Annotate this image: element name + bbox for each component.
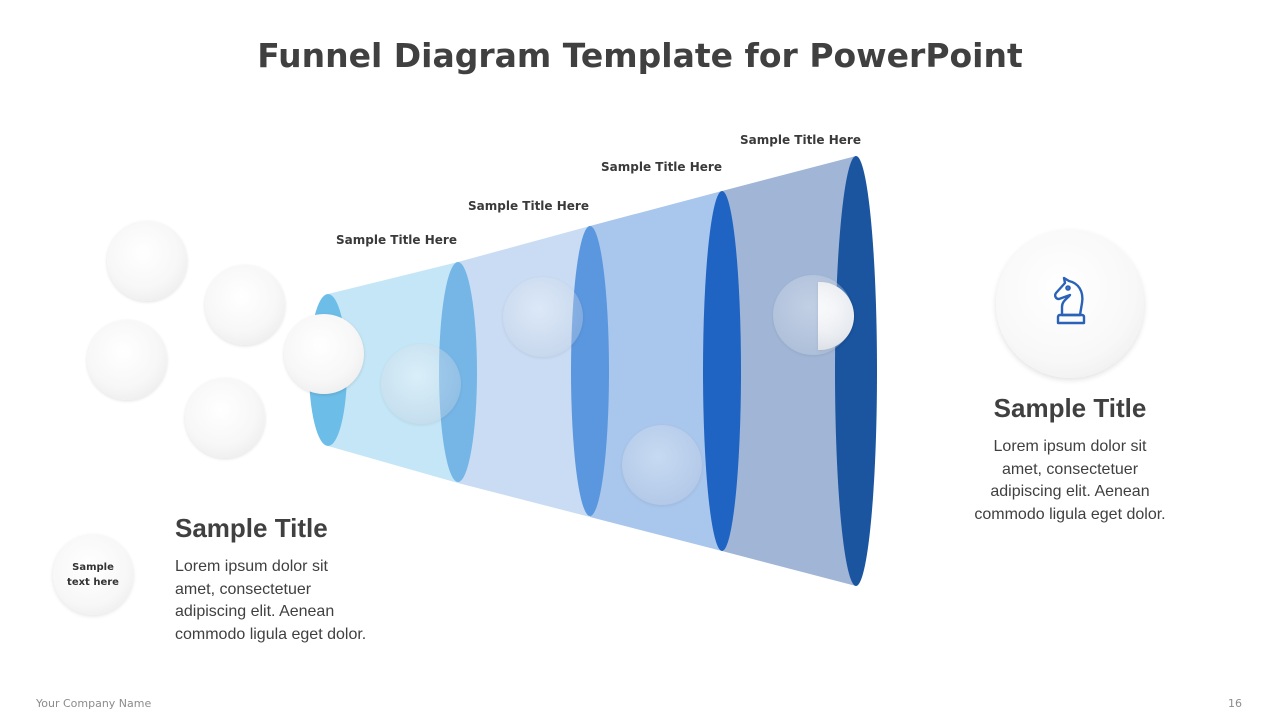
funnel-ring-2: [439, 262, 477, 482]
left-body-line: amet, consectetuer: [175, 580, 312, 598]
decorative-ball: [107, 221, 187, 301]
funnel-ball: [622, 425, 702, 505]
circle-text-line: Sample: [72, 562, 114, 573]
chess-knight-icon: [1054, 276, 1086, 325]
decorative-ball: [284, 314, 364, 394]
funnel-ball: [381, 344, 461, 424]
funnel-ring-3: [571, 226, 609, 516]
decorative-ball: [87, 320, 167, 400]
left-body-line: commodo ligula eget dolor.: [175, 625, 367, 643]
funnel-band-4: [722, 156, 856, 586]
stage-label-1: Sample Title Here: [336, 233, 457, 247]
sample-text-circle: Sample text here: [53, 535, 133, 615]
funnel-band-2: [458, 226, 590, 517]
funnel-band-3: [590, 191, 722, 551]
funnel-band-1: [328, 262, 458, 483]
left-block-body: Lorem ipsum dolor sit amet, consectetuer…: [175, 556, 435, 646]
circle-text-line: text here: [67, 577, 119, 588]
icon-circle: [996, 230, 1144, 378]
page-number: 16: [1228, 697, 1242, 710]
right-body-line: Lorem ipsum dolor sit: [993, 438, 1147, 455]
funnel-ring-4: [703, 191, 741, 551]
left-block-title: Sample Title: [175, 513, 328, 543]
funnel-ball: [773, 275, 853, 355]
slide-title: Funnel Diagram Template for PowerPoint: [257, 36, 1023, 75]
funnel-ball: [503, 277, 583, 357]
stage-label-2: Sample Title Here: [468, 199, 589, 213]
decorative-ball: [185, 378, 265, 458]
stage-label-3: Sample Title Here: [601, 160, 722, 174]
right-body-line: adipiscing elit. Aenean: [990, 483, 1150, 500]
left-body-line: Lorem ipsum dolor sit: [175, 558, 328, 575]
footer-company: Your Company Name: [36, 697, 152, 710]
funnel-ring-5: [835, 156, 877, 586]
right-block-body: Lorem ipsum dolor sit amet, consectetuer…: [950, 436, 1190, 526]
right-body-line: commodo ligula eget dolor.: [974, 505, 1166, 523]
left-body-line: adipiscing elit. Aenean: [175, 603, 335, 620]
right-body-line: amet, consectetuer: [1001, 460, 1139, 478]
right-block-title: Sample Title: [993, 393, 1147, 423]
stage-label-4: Sample Title Here: [740, 133, 861, 147]
decorative-ball: [205, 265, 285, 345]
